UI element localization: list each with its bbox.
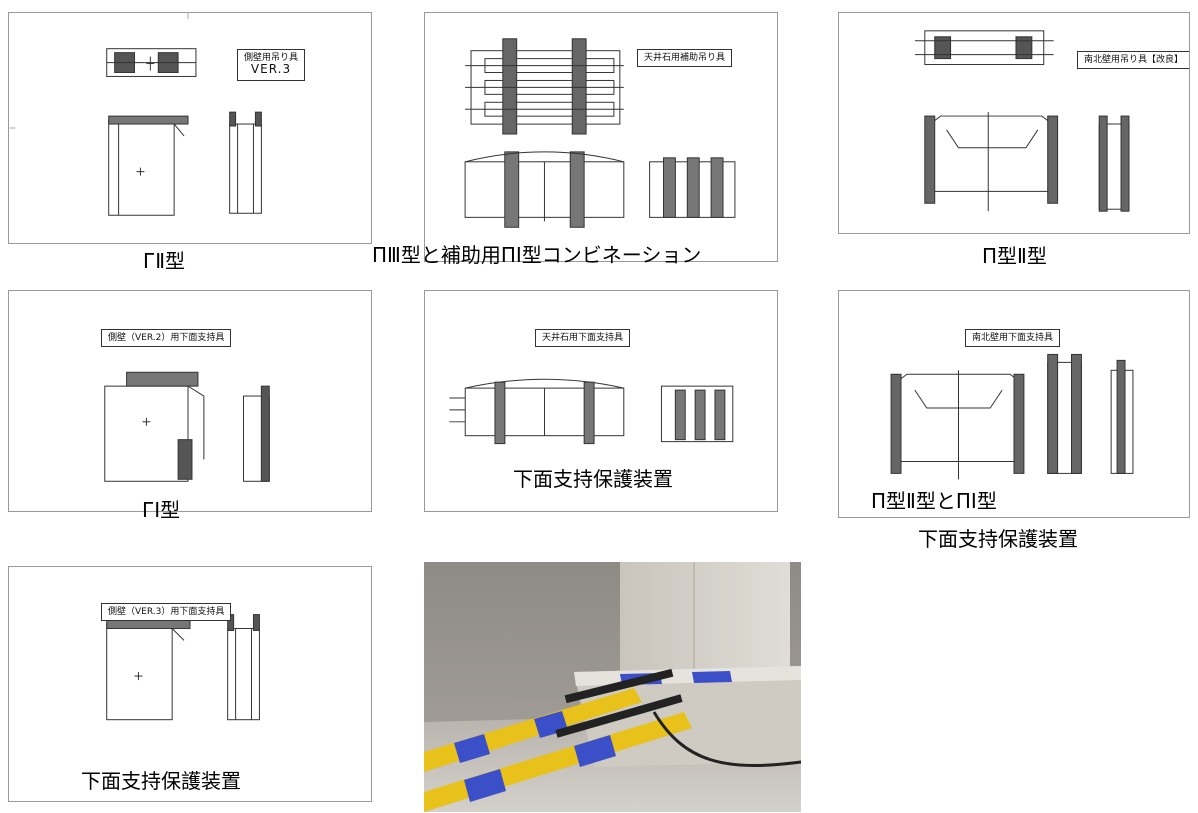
tag-line-1: 側壁用吊り具 <box>244 53 299 63</box>
drawing-panel-side-wall-v3-support: 側壁（VER.3）用下面支持具 下面支持保護装置 <box>8 566 372 802</box>
drawing-panel-side-wall-hoist: 側壁用吊り具 VER.3 <box>8 12 372 244</box>
north-south-hoist-drawing-icon <box>914 30 1130 212</box>
caption-gamma-1: ГⅠ型 <box>142 498 181 522</box>
drawing-title-tag: 天井石用下面支持具 <box>535 329 631 348</box>
caption-pi-3-combination: ΠⅢ型と補助用ΠⅠ型コンビネーション <box>372 243 702 267</box>
drawing-panel-ceiling-stone-support: 天井石用下面支持具 下面支持保護装置 <box>424 290 778 512</box>
drawing-title-tag: 天井石用補助吊り具 <box>637 49 733 68</box>
drawing-title-tag: 南北壁用吊り具【改良】 <box>1077 51 1189 70</box>
ceiling-support-drawing-icon <box>449 378 734 445</box>
north-south-support-drawing-icon <box>890 353 1134 480</box>
caption-lower-support-device: 下面支持保護装置 <box>81 769 241 793</box>
support-drawing-icon <box>104 371 270 482</box>
drawing-title-tag: 南北壁用下面支持具 <box>965 329 1061 348</box>
drawing-panel-north-south-wall-hoist: 南北壁用吊り具【改良】 <box>838 12 1190 234</box>
drawing-title-tag: 側壁（VER.3）用下面支持具 <box>101 603 232 622</box>
drawing-title-tag: 側壁用吊り具 VER.3 <box>237 49 306 82</box>
caption-pi-2-and-pi-1: Π型Ⅱ型とΠⅠ型 <box>871 489 997 513</box>
caption-gamma-2: ГⅡ型 <box>143 249 186 273</box>
drawing-panel-north-south-wall-support: 南北壁用下面支持具 Π型Ⅱ型とΠⅠ型 <box>838 290 1190 518</box>
hoist-drawing-icon <box>9 13 262 216</box>
tag-version: VER.3 <box>250 62 292 77</box>
drawing-panel-side-wall-v2-support: 側壁（VER.2）用下面支持具 <box>8 290 372 512</box>
caption-pi-2: Π型Ⅱ型 <box>982 244 1047 268</box>
caption-lower-support-device: 下面支持保護装置 <box>513 467 673 491</box>
photo-concrete-block-support <box>424 562 801 812</box>
drawing-title-tag: 側壁（VER.2）用下面支持具 <box>101 329 232 348</box>
concrete-block-lift-photo <box>424 562 801 812</box>
caption-lower-support-device: 下面支持保護装置 <box>918 527 1078 551</box>
ceiling-hoist-drawing-icon <box>464 38 736 228</box>
drawing-panel-ceiling-stone-hoist: 天井石用補助吊り具 <box>424 12 778 262</box>
support-v3-drawing-icon <box>106 614 260 721</box>
